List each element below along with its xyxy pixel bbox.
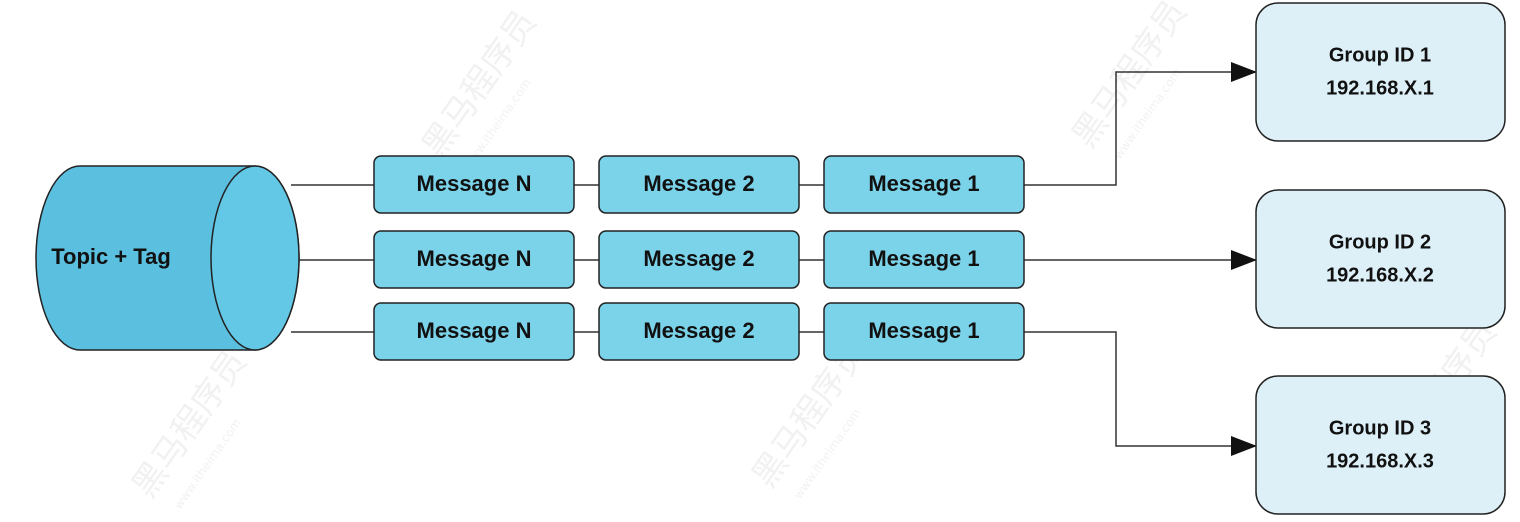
group-box xyxy=(1255,375,1506,515)
group-box xyxy=(1255,2,1506,142)
message-box xyxy=(598,155,800,214)
consumer-groups: Group ID 1 192.168.X.1 Group ID 2 192.16… xyxy=(1255,2,1506,515)
group-name: Group ID 3 xyxy=(1329,417,1431,439)
message-box xyxy=(373,302,575,361)
message-queues: Message N Message 2 Message 1 Message N … xyxy=(373,155,1025,361)
route-arrow-group-1 xyxy=(1024,62,1257,186)
message-box xyxy=(373,230,575,289)
group-node-3: Group ID 3 192.168.X.3 xyxy=(1255,375,1506,515)
message-label: Message N xyxy=(417,246,532,271)
group-node-2: Group ID 2 192.168.X.2 xyxy=(1255,189,1506,329)
group-ip: 192.168.X.1 xyxy=(1326,77,1434,99)
message-label: Message 2 xyxy=(643,318,754,343)
group-node-1: Group ID 1 192.168.X.1 xyxy=(1255,2,1506,142)
message-box xyxy=(598,230,800,289)
route-arrow-group-3 xyxy=(1024,331,1257,456)
message-label: Message 2 xyxy=(643,171,754,196)
topic-cylinder-front xyxy=(210,165,300,351)
queue-row-1: Message N Message 2 Message 1 xyxy=(373,155,1025,214)
message-label: Message 2 xyxy=(643,246,754,271)
message-box xyxy=(823,230,1025,289)
group-name: Group ID 1 xyxy=(1329,44,1431,66)
group-ip: 192.168.X.2 xyxy=(1326,264,1434,286)
message-box xyxy=(823,302,1025,361)
message-box xyxy=(598,302,800,361)
group-ip: 192.168.X.3 xyxy=(1326,450,1434,472)
message-label: Message N xyxy=(417,318,532,343)
message-label: Message 1 xyxy=(868,246,979,271)
message-label: Message 1 xyxy=(868,318,979,343)
connector-lines xyxy=(291,62,1257,456)
queue-row-3: Message N Message 2 Message 1 xyxy=(373,302,1025,361)
group-box xyxy=(1255,189,1506,329)
message-label: Message 1 xyxy=(868,171,979,196)
topic-label: Topic + Tag xyxy=(51,244,171,269)
message-box xyxy=(373,155,575,214)
group-name: Group ID 2 xyxy=(1329,231,1431,253)
topic-cylinder: Topic + Tag xyxy=(35,165,300,351)
queue-row-2: Message N Message 2 Message 1 xyxy=(373,230,1025,289)
message-box xyxy=(823,155,1025,214)
message-label: Message N xyxy=(417,171,532,196)
